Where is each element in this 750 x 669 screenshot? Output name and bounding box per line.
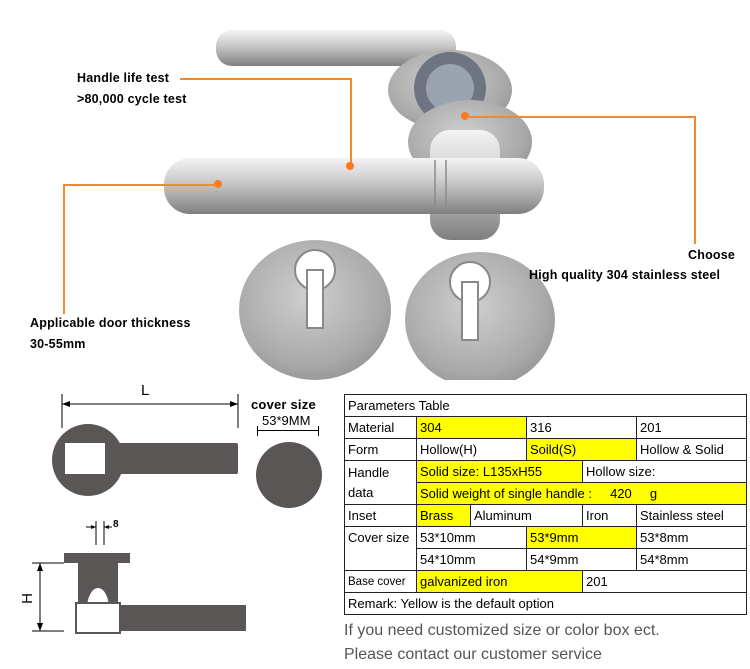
cover-option-53x9: 53*9mm — [526, 526, 637, 549]
cover-label: Cover size — [344, 526, 417, 571]
cover-option-54x8: 54*8mm — [636, 548, 747, 571]
thickness-label: 8 — [113, 519, 119, 530]
solid-weight-unit: g — [649, 486, 658, 501]
table-title-row: Parameters Table — [344, 394, 747, 417]
front-handle — [164, 158, 544, 214]
door-thickness-dot — [214, 180, 222, 188]
footer-line-2: Please contact our customer service — [344, 646, 602, 663]
form-label: Form — [344, 438, 417, 461]
handle-life-dot — [346, 162, 354, 170]
height-label: H — [18, 593, 36, 604]
diagram-top-view — [52, 394, 239, 496]
inset-option-brass: Brass — [416, 504, 471, 527]
cover-option-53x10: 53*10mm — [416, 526, 527, 549]
door-thickness-leader-h — [63, 184, 218, 186]
inset-label: Inset — [344, 504, 417, 527]
table-row-handle-2: Solid weight of single handle : 420 g — [345, 482, 747, 505]
table-row-material: Material 304 316 201 — [344, 416, 747, 439]
handle-solid-weight: Solid weight of single handle : 420 g — [416, 482, 747, 505]
cover-option-54x9: 54*9mm — [526, 548, 637, 571]
handle-label-line2: data — [348, 484, 374, 500]
handle-label-line1: Handle — [348, 464, 390, 480]
footer-line-1: If you need customized size or color box… — [344, 622, 660, 639]
handle-life-value: >80,000 cycle test — [77, 92, 187, 106]
door-thickness-value: 30-55mm — [30, 337, 86, 351]
length-label: L — [141, 382, 150, 399]
table-row-handle-1: Handle data Solid size: L135xH55 Hollow s… — [344, 460, 747, 505]
cover-dim-line — [257, 430, 319, 431]
form-option-both: Hollow & Solid — [636, 438, 747, 461]
table-row-base-cover: Base cover galvanized iron 201 — [344, 570, 747, 593]
choose-leader-v — [694, 116, 696, 244]
escutcheon-right — [405, 252, 555, 380]
cover-size-title: cover size — [251, 397, 316, 412]
cover-option-53x8: 53*8mm — [636, 526, 747, 549]
product-photo — [164, 30, 555, 380]
cover-dim-tick-right — [318, 426, 319, 436]
base-cover-option-galvanized: galvanized iron — [416, 570, 583, 593]
solid-weight-value: 420 — [610, 486, 632, 501]
table-row-inset: Inset Brass Aluminum Iron Stainless stee… — [344, 504, 747, 527]
cover-size-value: 53*9MM — [262, 413, 311, 428]
form-option-hollow: Hollow(H) — [416, 438, 527, 461]
material-option-316: 316 — [526, 416, 637, 439]
handle-solid-size: Solid size: L135xH55 — [416, 460, 583, 483]
form-option-solid: Soild(S) — [526, 438, 637, 461]
diagram-side-view — [32, 521, 246, 634]
inset-option-stainless: Stainless steel — [636, 504, 747, 527]
door-thickness-leader-v — [63, 184, 65, 314]
handle-label: Handle data — [344, 460, 417, 505]
choose-title: Choose — [688, 248, 736, 262]
material-label: Material — [344, 416, 417, 439]
table-row-cover-1: Cover size 53*10mm 53*9mm 53*8mm — [344, 526, 747, 571]
handle-life-title: Handle life test — [77, 71, 170, 85]
table-row-remark: Remark: Yellow is the default option — [344, 592, 747, 615]
inset-option-iron: Iron — [582, 504, 637, 527]
table-title: Parameters Table — [344, 394, 747, 417]
handle-life-leader-v — [350, 78, 352, 166]
cover-option-54x10: 54*10mm — [416, 548, 527, 571]
solid-weight-label: Solid weight of single handle : — [420, 486, 593, 501]
cover-disc — [256, 442, 322, 508]
choose-leader-h — [465, 116, 695, 118]
base-cover-label: Base cover — [344, 570, 417, 593]
cover-dim-tick-left — [257, 426, 258, 436]
material-option-304: 304 — [416, 416, 527, 439]
handle-hollow-size: Hollow size: — [582, 460, 747, 483]
inset-option-aluminum: Aluminum — [470, 504, 583, 527]
escutcheon-left — [239, 240, 391, 380]
remark-text: Remark: Yellow is the default option — [344, 592, 747, 615]
material-option-201: 201 — [636, 416, 747, 439]
handle-life-leader-h — [180, 78, 352, 80]
base-cover-option-201: 201 — [582, 570, 747, 593]
choose-value: High quality 304 stainless steel — [529, 268, 721, 282]
parameters-table: Parameters Table Material 304 316 201 Fo… — [344, 394, 747, 615]
table-row-form: Form Hollow(H) Soild(S) Hollow & Solid — [344, 438, 747, 461]
door-thickness-title: Applicable door thickness — [30, 316, 191, 330]
